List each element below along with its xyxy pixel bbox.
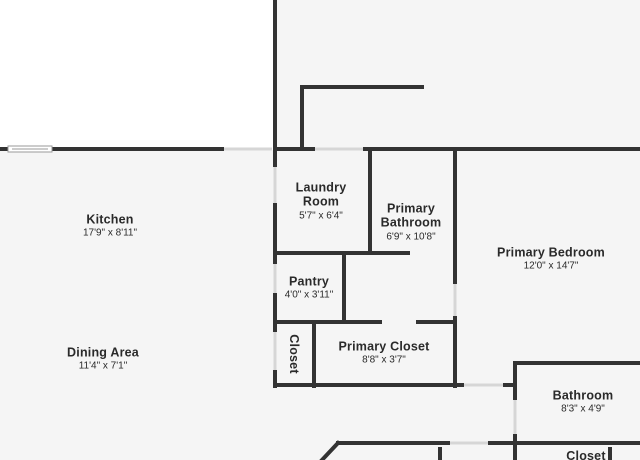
room-dimensions: 12'0" x 14'7" <box>523 260 579 272</box>
room-laundry: Laundry Room 5'7" x 6'4" <box>296 180 347 221</box>
room-dimensions: 4'0" x 3'11" <box>284 289 334 301</box>
room-name: Bathroom <box>552 388 614 403</box>
room-dimensions: 5'7" x 6'4" <box>299 210 343 222</box>
room-primary-bedroom: Primary Bedroom 12'0" x 14'7" <box>497 246 605 273</box>
south-floor <box>276 385 640 460</box>
room-kitchen: Kitchen 17'9" x 8'11" <box>83 213 137 240</box>
room-name: Bathroom <box>380 215 442 230</box>
door-openings <box>224 147 517 445</box>
room-dimensions: 6'9" x 10'8" <box>386 231 436 243</box>
room-closet-bottom: Closet <box>566 449 605 460</box>
room-pantry: Pantry 4'0" x 3'11" <box>285 275 334 302</box>
room-name: Primary Closet <box>338 339 430 354</box>
exterior-area <box>0 0 276 148</box>
room-dimensions: 11'4" x 7'1" <box>78 360 128 372</box>
kitchen-dining-floor <box>0 150 276 460</box>
room-primary-bathroom: Primary Bathroom 6'9" x 10'8" <box>381 201 442 242</box>
room-closet-small: Closet <box>287 334 301 373</box>
room-dimensions: 17'9" x 8'11" <box>82 227 138 239</box>
room-bathroom: Bathroom 8'3" x 4'9" <box>553 389 614 416</box>
room-name: Pantry <box>288 274 330 289</box>
kitchen-window <box>7 145 53 153</box>
room-name: Room <box>302 194 340 209</box>
room-name: Primary <box>387 201 435 216</box>
room-name: Primary Bedroom <box>497 245 605 260</box>
room-dimensions: 8'3" x 4'9" <box>561 403 605 415</box>
room-dimensions: 8'8" x 3'7" <box>362 354 406 366</box>
room-dining-area: Dining Area 11'4" x 7'1" <box>67 346 139 373</box>
room-primary-closet: Primary Closet 8'8" x 3'7" <box>338 340 429 367</box>
room-name: Laundry <box>295 180 347 195</box>
wall <box>319 440 341 460</box>
room-name: Closet <box>566 448 606 460</box>
room-name: Dining Area <box>67 345 139 360</box>
room-name: Closet <box>287 334 302 374</box>
room-name: Kitchen <box>86 212 134 227</box>
